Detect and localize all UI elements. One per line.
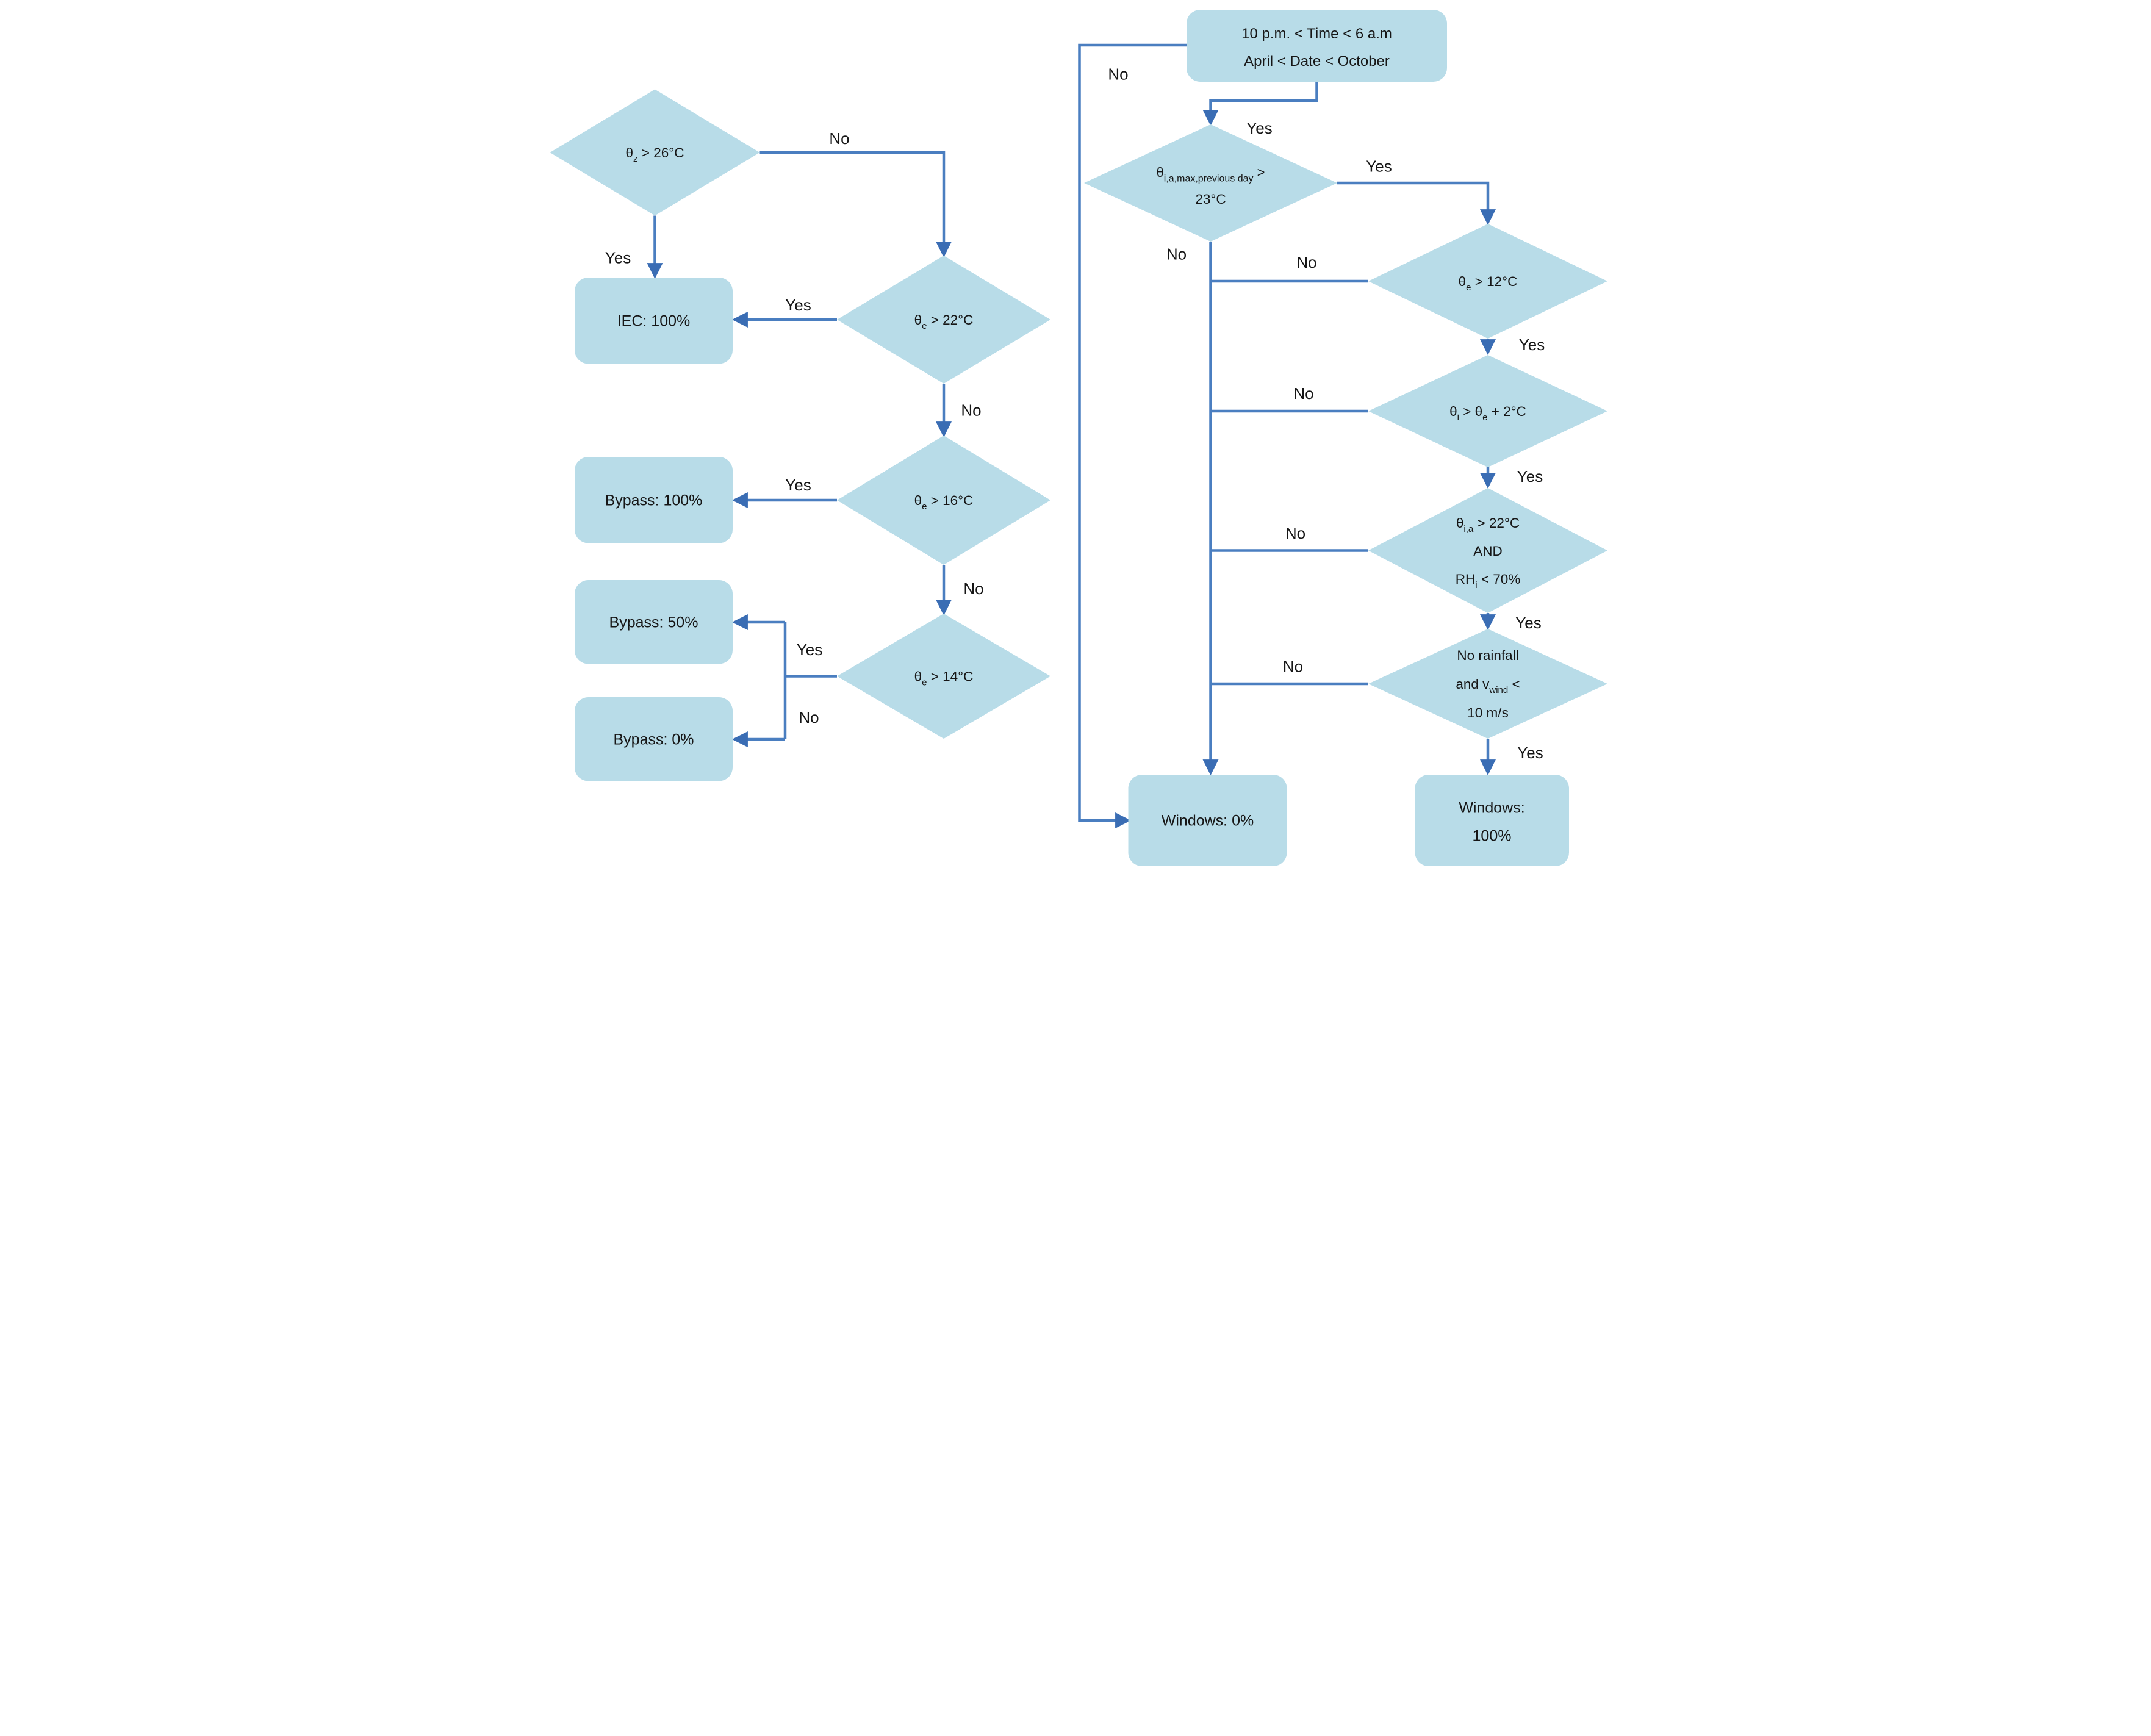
terminal-iec-label: IEC: 100% <box>617 313 690 330</box>
terminal-windows100-line2: 100% <box>1472 828 1511 845</box>
decision-theta-ia-line1: θi,a > 22°C <box>1456 515 1519 534</box>
edge-label-thetai-no: No <box>1293 384 1313 403</box>
decision-rainfall-line2: and vwind < <box>1456 676 1520 695</box>
terminal-iec-shape <box>574 278 733 364</box>
node-shapes <box>550 10 1607 866</box>
flowchart-page: 10 p.m. < Time < 6 a.m April < Date < Oc… <box>538 0 1614 868</box>
decision-theta-e16-shape <box>836 436 1050 565</box>
edge-thetaz-no <box>759 151 952 258</box>
edge-start-yes <box>1202 82 1318 126</box>
decision-theta-e12-shape <box>1368 224 1607 339</box>
edge-label-thetaia-no: No <box>1285 524 1305 542</box>
terminal-windows100-line1: Windows: <box>1459 800 1524 817</box>
decision-theta-ia-line2: AND <box>1473 543 1503 559</box>
edge-label-start-no: No <box>1108 65 1128 84</box>
decision-theta-e22-shape <box>836 256 1050 384</box>
decision-theta-ia-rh-shape <box>1368 488 1607 613</box>
decision-theta-e22-label: θe > 22°C <box>914 312 973 331</box>
decision-rainfall-wind-shape <box>1368 629 1607 739</box>
edge-start-no <box>1077 43 1187 828</box>
decision-theta-e14-shape <box>836 614 1050 739</box>
decision-rainfall-line1: No rainfall <box>1457 648 1518 663</box>
edge-label-thetae22-yes: Yes <box>785 296 811 314</box>
node-labels: 10 p.m. < Time < 6 a.m April < Date < Oc… <box>605 26 1526 845</box>
flowchart-canvas: 10 p.m. < Time < 6 a.m April < Date < Oc… <box>550 10 1607 866</box>
decision-theta-e12-label: θe > 12°C <box>1458 274 1517 293</box>
terminal-bypass50-label: Bypass: 50% <box>609 614 698 631</box>
edge-label-thetai-yes: Yes <box>1517 467 1542 486</box>
start-box-line1: 10 p.m. < Time < 6 a.m <box>1241 26 1392 42</box>
decision-theta-e16-label: θe > 16°C <box>914 493 973 512</box>
edge-label-start-yes: Yes <box>1246 119 1272 137</box>
terminal-windows0-shape <box>1128 775 1287 866</box>
decision-theta-z-shape <box>550 89 759 216</box>
terminal-bypass0-shape <box>574 697 733 781</box>
edge-label-prevday-no: No <box>1166 245 1186 264</box>
edge-label-rainfall-yes: Yes <box>1517 744 1543 762</box>
terminal-windows0-label: Windows: 0% <box>1161 812 1253 830</box>
start-box-shape <box>1186 10 1447 82</box>
edge-label-thetaz-no: No <box>829 129 849 148</box>
terminal-bypass100-label: Bypass: 100% <box>605 492 702 509</box>
edge-labels: No Yes Yes No Yes No Yes No No Yes Yes N… <box>605 65 1544 762</box>
decision-prev-day-line2: 23°C <box>1195 192 1226 207</box>
decision-theta-z-label: θz > 26°C <box>625 145 684 164</box>
terminal-windows100-shape <box>1415 775 1569 866</box>
decision-theta-e14-label: θe > 14°C <box>914 669 973 688</box>
edge-label-thetae22-no: No <box>961 401 981 420</box>
edges <box>647 43 1496 828</box>
decision-rainfall-line3: 10 m/s <box>1467 705 1509 720</box>
decision-prev-day-shape <box>1083 124 1337 242</box>
edge-label-thetaia-yes: Yes <box>1515 614 1541 632</box>
edge-label-thetae12-yes: Yes <box>1518 335 1544 354</box>
edge-label-thetae14-yes: Yes <box>796 640 822 659</box>
edge-label-thetae16-no: No <box>963 579 983 598</box>
decision-theta-ia-line3: RHi < 70% <box>1455 572 1520 590</box>
decision-theta-i-shape <box>1368 355 1607 467</box>
edge-label-thetae12-no: No <box>1296 253 1316 271</box>
decision-theta-i-label: θi > θe + 2°C <box>1449 404 1526 423</box>
edge-label-thetaz-yes: Yes <box>605 249 630 267</box>
edge-label-thetae16-yes: Yes <box>785 476 811 494</box>
edge-label-thetae14-no: No <box>799 708 819 726</box>
start-box-line2: April < Date < October <box>1244 53 1390 70</box>
edge-label-rainfall-no: No <box>1282 658 1302 676</box>
decision-prev-day-line1: θi,a,max,previous day > <box>1156 165 1265 184</box>
terminal-bypass100-shape <box>574 457 733 543</box>
terminal-bypass50-shape <box>574 580 733 664</box>
edge-prevday-yes <box>1337 181 1496 226</box>
terminal-bypass0-label: Bypass: 0% <box>613 731 694 748</box>
edge-label-prevday-yes: Yes <box>1366 157 1392 176</box>
